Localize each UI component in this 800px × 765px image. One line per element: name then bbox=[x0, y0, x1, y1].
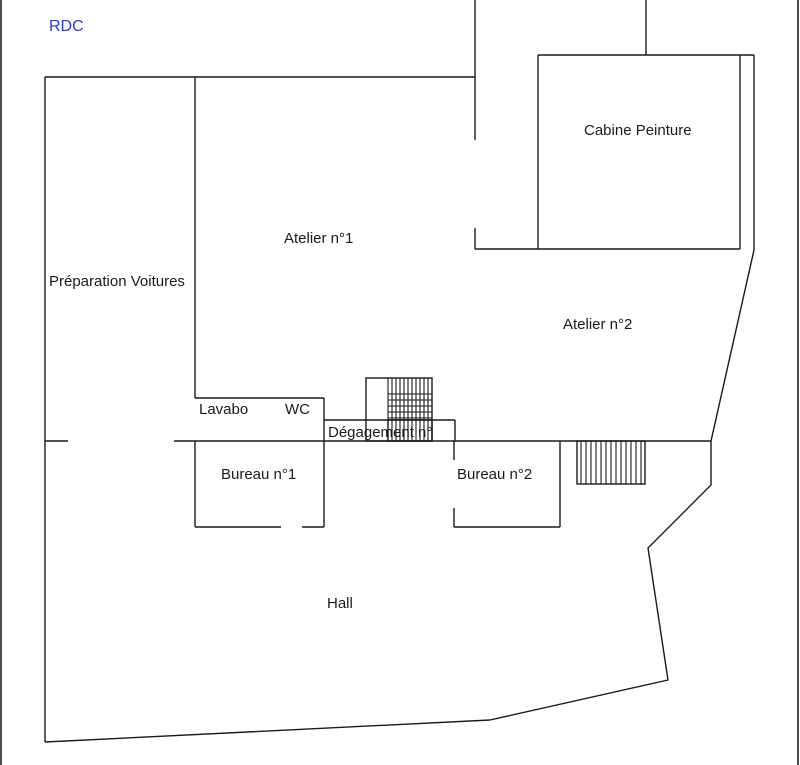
atelier-recess-walls bbox=[474, 0, 740, 250]
bureau-2-walls bbox=[453, 441, 561, 528]
cabine-peinture-walls bbox=[537, 0, 754, 249]
label-lavabo: Lavabo bbox=[199, 401, 248, 418]
label-atelier-2: Atelier n°2 bbox=[563, 316, 632, 333]
staircase-hall bbox=[576, 440, 646, 485]
label-bureau-2: Bureau n°2 bbox=[457, 466, 532, 483]
label-cabine-peinture: Cabine Peinture bbox=[584, 122, 692, 139]
label-atelier-1: Atelier n°1 bbox=[284, 230, 353, 247]
label-degagement: Dégagement n° bbox=[328, 424, 432, 441]
level-title: RDC bbox=[49, 18, 84, 35]
label-bureau-1: Bureau n°1 bbox=[221, 466, 296, 483]
outer-walls bbox=[44, 55, 755, 743]
bureau-1-walls bbox=[194, 420, 325, 528]
label-preparation-voitures: Préparation Voitures bbox=[49, 273, 185, 290]
staircase-degagement bbox=[365, 377, 433, 442]
label-hall: Hall bbox=[327, 595, 353, 612]
label-wc: WC bbox=[285, 401, 310, 418]
